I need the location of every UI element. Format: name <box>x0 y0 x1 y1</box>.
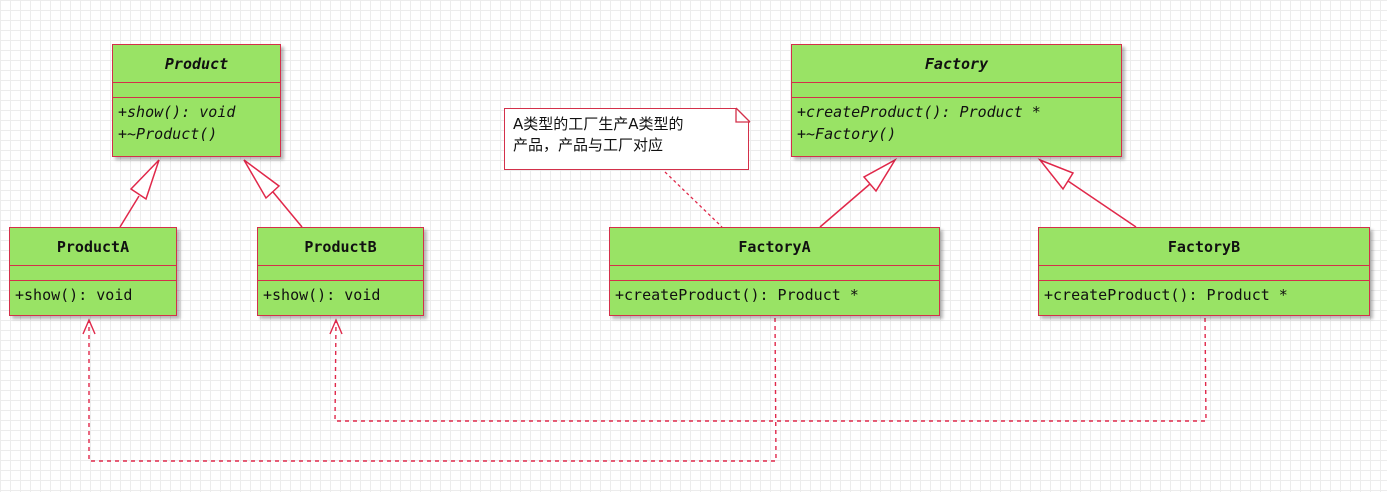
class-factory[interactable]: Factory +createProduct(): Product * +~Fa… <box>791 44 1122 157</box>
dependency-line-factoryb-productb <box>334 317 1207 422</box>
class-factory-attributes <box>792 83 1121 98</box>
class-product-a[interactable]: ProductA +show(): void <box>9 227 177 316</box>
class-product-b-operations: +show(): void <box>258 281 423 306</box>
class-product-a-operations: +show(): void <box>10 281 176 306</box>
class-factory-a-operations: +createProduct(): Product * <box>610 281 939 306</box>
dependency-arrowhead-icon <box>329 318 343 335</box>
inheritance-arrowhead-icon <box>243 159 281 200</box>
class-product-a-attributes <box>10 266 176 281</box>
class-product-b[interactable]: ProductB +show(): void <box>257 227 424 316</box>
class-factory-b-title: FactoryB <box>1039 228 1369 266</box>
class-factory-title: Factory <box>792 45 1121 83</box>
generalization-line-factoryb <box>1067 180 1137 228</box>
class-factory-operation: +createProduct(): Product * <box>797 103 1041 121</box>
class-product-a-operation: +show(): void <box>15 286 133 304</box>
dependency-line-factorya-producta <box>88 317 777 462</box>
class-factory-a-attributes <box>610 266 939 281</box>
generalization-line-producta <box>119 195 140 228</box>
class-factory-a-title: FactoryA <box>610 228 939 266</box>
class-factory-operations: +createProduct(): Product * +~Factory() <box>792 98 1121 145</box>
note-line: 产品，产品与工厂对应 <box>513 136 664 154</box>
class-factory-b-operations: +createProduct(): Product * <box>1039 281 1369 306</box>
note-link-line <box>664 171 723 228</box>
class-product-b-attributes <box>258 266 423 281</box>
class-product-title: Product <box>113 45 280 83</box>
note-fold-icon <box>735 107 751 123</box>
class-factory-b-attributes <box>1039 266 1369 281</box>
generalization-line-productb <box>272 191 303 228</box>
inheritance-arrowhead-icon <box>862 157 898 193</box>
note[interactable]: A类型的工厂生产A类型的 产品，产品与工厂对应 <box>504 108 749 170</box>
class-factory-operation: +~Factory() <box>797 125 897 143</box>
dependency-arrowhead-icon <box>82 318 96 335</box>
class-product-operations: +show(): void +~Product() <box>113 98 280 145</box>
inheritance-arrowhead-icon <box>129 159 160 201</box>
class-product-operation: +show(): void <box>118 103 236 121</box>
inheritance-arrowhead-icon <box>1037 158 1075 191</box>
class-factory-a-operation: +createProduct(): Product * <box>615 286 859 304</box>
class-factory-b[interactable]: FactoryB +createProduct(): Product * <box>1038 227 1370 316</box>
class-product-b-operation: +show(): void <box>263 286 381 304</box>
class-factory-b-operation: +createProduct(): Product * <box>1044 286 1288 304</box>
note-line: A类型的工厂生产A类型的 <box>513 115 684 133</box>
class-product-operation: +~Product() <box>118 125 218 143</box>
class-product[interactable]: Product +show(): void +~Product() <box>112 44 281 157</box>
class-product-a-title: ProductA <box>10 228 176 266</box>
class-factory-a[interactable]: FactoryA +createProduct(): Product * <box>609 227 940 316</box>
generalization-line-factorya <box>819 183 871 228</box>
class-product-attributes <box>113 83 280 98</box>
class-product-b-title: ProductB <box>258 228 423 266</box>
